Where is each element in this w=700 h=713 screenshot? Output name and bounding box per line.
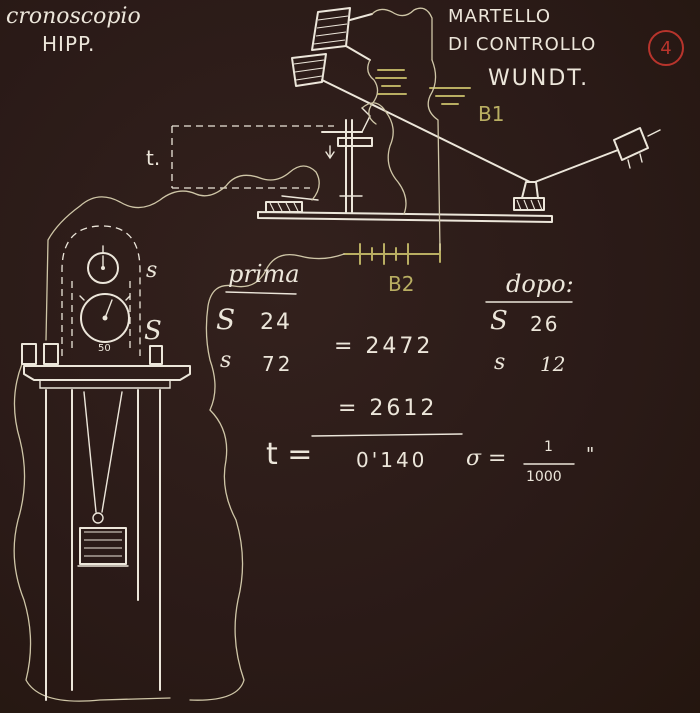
contact-key (265, 195, 319, 213)
lower-dial (79, 293, 131, 343)
prima-underline (225, 291, 297, 295)
hammer-title-line2: DI CONTROLLO (448, 34, 597, 55)
upper-dial-label: s (146, 258, 158, 283)
chronoscope-frame (45, 389, 161, 701)
prima-s-value: 72 (262, 352, 294, 376)
upper-dial (87, 245, 119, 284)
result-unit-mark: " (586, 444, 595, 465)
result-fraction-numerator: 1 (544, 439, 553, 455)
dopo-s-label: s (494, 350, 506, 375)
driving-weight (77, 391, 129, 567)
chronoscope-title-line2: HIPP. (42, 32, 96, 56)
hammer-electromagnet (291, 7, 373, 87)
battery-b1 (375, 69, 471, 105)
hammer-pivot-base (513, 181, 545, 211)
hammer-arm (321, 79, 531, 183)
result-value: 0'140 (356, 448, 428, 472)
battery-b1-label: B1 (478, 102, 505, 126)
hammer-weight (613, 127, 661, 169)
chronoscope-housing (61, 225, 141, 356)
result-t-label: t = (266, 437, 313, 472)
interval-bracket (171, 125, 334, 189)
chronoscope-title-line1: cronoscopio (6, 4, 141, 29)
chronoscope-terminals (21, 343, 163, 365)
result-fraction-line (311, 433, 463, 437)
prima-S-label: S (216, 303, 236, 336)
result-fraction-denominator: 1000 (526, 469, 562, 485)
lower-dial-tick: 50 (98, 343, 111, 354)
lower-dial-label: S (144, 316, 162, 346)
dopo-heading: dopo: (506, 270, 574, 298)
chronoscope-top (23, 365, 191, 381)
prima-s-label: s (220, 348, 232, 373)
battery-b2 (343, 243, 441, 265)
result-sigma: σ = (466, 446, 507, 471)
dopo-s-value: 12 (540, 352, 566, 376)
dopo-combined: = 2612 (338, 396, 438, 421)
prima-combined: = 2472 (334, 334, 434, 359)
hammer-title-line1: MARTELLO (448, 6, 551, 27)
hammer-right-arm (534, 149, 619, 183)
circuit-wires (13, 7, 441, 702)
contact-stand (321, 107, 373, 213)
dopo-S-label: S (490, 306, 508, 336)
battery-b2-label: B2 (388, 272, 415, 296)
hammer-title-line3: WUNDT. (488, 66, 590, 91)
prima-S-value: 24 (260, 310, 292, 335)
prima-heading: prima (228, 260, 300, 288)
base-plate (257, 211, 553, 223)
page-number: 4 (660, 37, 672, 59)
page-number-badge: 4 (648, 30, 684, 66)
dopo-S-value: 26 (530, 312, 560, 336)
interval-label: t. (146, 146, 161, 170)
